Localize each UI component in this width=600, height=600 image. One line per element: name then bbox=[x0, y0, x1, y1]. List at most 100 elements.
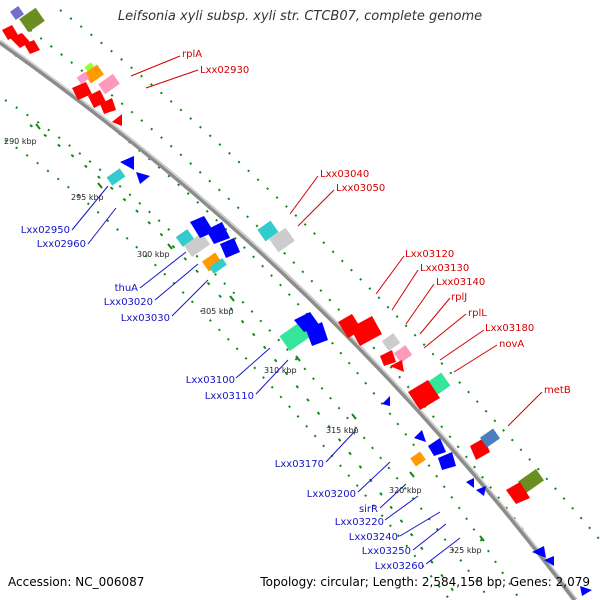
genes-forward-strand bbox=[2, 6, 545, 504]
tick-mark-320 bbox=[409, 471, 415, 478]
gene-feature[interactable] bbox=[209, 258, 227, 274]
gene-arrow[interactable] bbox=[220, 238, 240, 258]
topology-text: Topology: circular; Length: 2,584,158 bp… bbox=[259, 575, 590, 589]
gene-feature[interactable] bbox=[410, 451, 426, 467]
tick-label-305: 305 kbp bbox=[201, 307, 234, 316]
gene-label-Lxx03120[interactable]: Lxx03120 bbox=[405, 249, 454, 260]
gene-arrow[interactable] bbox=[2, 25, 18, 40]
gene-feature[interactable] bbox=[10, 6, 24, 20]
gene-label-Lxx03250[interactable]: Lxx03250 bbox=[362, 546, 411, 557]
gene-label-Lxx03220[interactable]: Lxx03220 bbox=[335, 517, 384, 528]
accession-text: Accession: NC_006087 bbox=[8, 575, 144, 589]
gene-label-Lxx03200[interactable]: Lxx03200 bbox=[307, 489, 356, 500]
tick-label-295: 295 kbp bbox=[71, 193, 104, 202]
tick-label-315: 315 kbp bbox=[326, 426, 359, 435]
gene-feature[interactable] bbox=[202, 252, 222, 272]
tick-mark-305 bbox=[229, 295, 235, 302]
tick-mark-300 bbox=[167, 243, 173, 250]
genome-backbone-highlight bbox=[0, 39, 577, 599]
tick-mark-290 bbox=[35, 123, 41, 130]
gene-arrow[interactable] bbox=[112, 114, 122, 126]
gene-label-thuA[interactable]: thuA bbox=[115, 283, 139, 294]
gene-arrow[interactable] bbox=[414, 430, 426, 442]
gene-arrow[interactable] bbox=[408, 380, 440, 410]
gene-label-Lxx02950[interactable]: Lxx02950 bbox=[21, 225, 70, 236]
gene-label-Lxx03040[interactable]: Lxx03040 bbox=[320, 169, 369, 180]
tick-label-325: 325 kbp bbox=[449, 546, 482, 555]
tick-label-290: 290 kbp bbox=[4, 137, 37, 146]
gene-label-Lxx03030[interactable]: Lxx03030 bbox=[121, 313, 170, 324]
gene-label-Lxx03240[interactable]: Lxx03240 bbox=[349, 532, 398, 543]
gene-feature[interactable] bbox=[98, 73, 120, 95]
gene-label-Lxx03170[interactable]: Lxx03170 bbox=[275, 459, 324, 470]
gene-label-Lxx03140[interactable]: Lxx03140 bbox=[436, 277, 485, 288]
tick-mark-295 bbox=[97, 182, 103, 189]
reverse-gene-labels: Lxx02950 Lxx02960 thuA Lxx03020 Lxx03030… bbox=[21, 225, 424, 572]
gene-label-metB[interactable]: metB bbox=[544, 385, 571, 396]
gene-label-rplL[interactable]: rplL bbox=[468, 308, 487, 319]
gene-feature[interactable] bbox=[183, 232, 211, 258]
scale-ticks bbox=[35, 123, 485, 542]
tick-label-320: 320 kbp bbox=[389, 486, 422, 495]
gene-arrow[interactable] bbox=[390, 360, 404, 372]
gene-label-Lxx03180[interactable]: Lxx03180 bbox=[485, 323, 534, 334]
gene-arrow[interactable] bbox=[506, 482, 530, 504]
reverse-leader-lines bbox=[71, 185, 461, 565]
gene-feature[interactable] bbox=[381, 333, 401, 351]
gene-arrow[interactable] bbox=[438, 452, 456, 470]
gene-feature[interactable] bbox=[76, 71, 90, 85]
gene-arrow[interactable] bbox=[136, 172, 150, 184]
gene-arrow[interactable] bbox=[580, 586, 592, 596]
gene-label-novA[interactable]: novA bbox=[499, 339, 524, 350]
track-inner-3 bbox=[29, 124, 461, 600]
gene-feature[interactable] bbox=[175, 229, 195, 247]
gene-arrow[interactable] bbox=[544, 556, 554, 566]
gene-arrow[interactable] bbox=[476, 486, 486, 496]
gene-feature[interactable] bbox=[269, 227, 295, 253]
tick-label-300: 300 kbp bbox=[137, 250, 170, 259]
gene-label-Lxx03130[interactable]: Lxx03130 bbox=[420, 263, 469, 274]
tick-label-310: 310 kbp bbox=[264, 366, 297, 375]
gene-arrow[interactable] bbox=[382, 396, 390, 406]
gene-label-Lxx03100[interactable]: Lxx03100 bbox=[186, 375, 235, 386]
gene-arrow[interactable] bbox=[120, 156, 134, 170]
track-outer-1 bbox=[14, 54, 521, 600]
gene-label-rplA[interactable]: rplA bbox=[182, 49, 202, 60]
gene-arrow[interactable] bbox=[380, 350, 396, 366]
gene-feature[interactable] bbox=[480, 428, 500, 448]
gene-label-Lxx03020[interactable]: Lxx03020 bbox=[104, 297, 153, 308]
gene-label-Lxx03050[interactable]: Lxx03050 bbox=[336, 183, 385, 194]
gene-label-sirR[interactable]: sirR bbox=[359, 504, 378, 515]
gene-arrow[interactable] bbox=[306, 322, 328, 346]
gene-arrow[interactable] bbox=[24, 40, 40, 54]
gene-feature[interactable] bbox=[257, 220, 279, 242]
gene-arrow[interactable] bbox=[72, 82, 92, 100]
gene-label-Lxx02930[interactable]: Lxx02930 bbox=[200, 65, 249, 76]
gene-label-rplJ[interactable]: rplJ bbox=[451, 292, 467, 303]
gene-arrow[interactable] bbox=[466, 478, 474, 488]
track-outer-3 bbox=[59, 9, 600, 541]
gene-arrow[interactable] bbox=[350, 316, 382, 346]
dotted-tracks bbox=[4, 9, 600, 600]
map-title: Leifsonia xyli subsp. xyli str. CTCB07, … bbox=[118, 9, 482, 24]
gene-label-Lxx03260[interactable]: Lxx03260 bbox=[375, 561, 424, 572]
gene-label-Lxx03110[interactable]: Lxx03110 bbox=[205, 391, 254, 402]
gene-arrow[interactable] bbox=[532, 546, 546, 558]
genome-backbone bbox=[0, 39, 577, 600]
gene-arrow[interactable] bbox=[100, 98, 116, 114]
gene-arrow[interactable] bbox=[206, 222, 230, 244]
gene-feature[interactable] bbox=[106, 168, 126, 186]
track-inner-1 bbox=[4, 99, 491, 600]
genes-reverse-strand bbox=[106, 156, 592, 596]
gene-feature[interactable] bbox=[84, 64, 104, 84]
scale-tick-labels: 290 kbp 295 kbp 300 kbp 305 kbp 310 kbp … bbox=[4, 137, 482, 555]
tick-mark-325 bbox=[479, 535, 485, 542]
gene-feature[interactable] bbox=[393, 345, 413, 363]
gene-feature[interactable] bbox=[517, 468, 545, 494]
gene-arrow[interactable] bbox=[428, 438, 446, 456]
gene-label-Lxx02960[interactable]: Lxx02960 bbox=[37, 239, 86, 250]
tick-mark-310 bbox=[295, 355, 301, 362]
gene-feature[interactable] bbox=[19, 7, 45, 33]
